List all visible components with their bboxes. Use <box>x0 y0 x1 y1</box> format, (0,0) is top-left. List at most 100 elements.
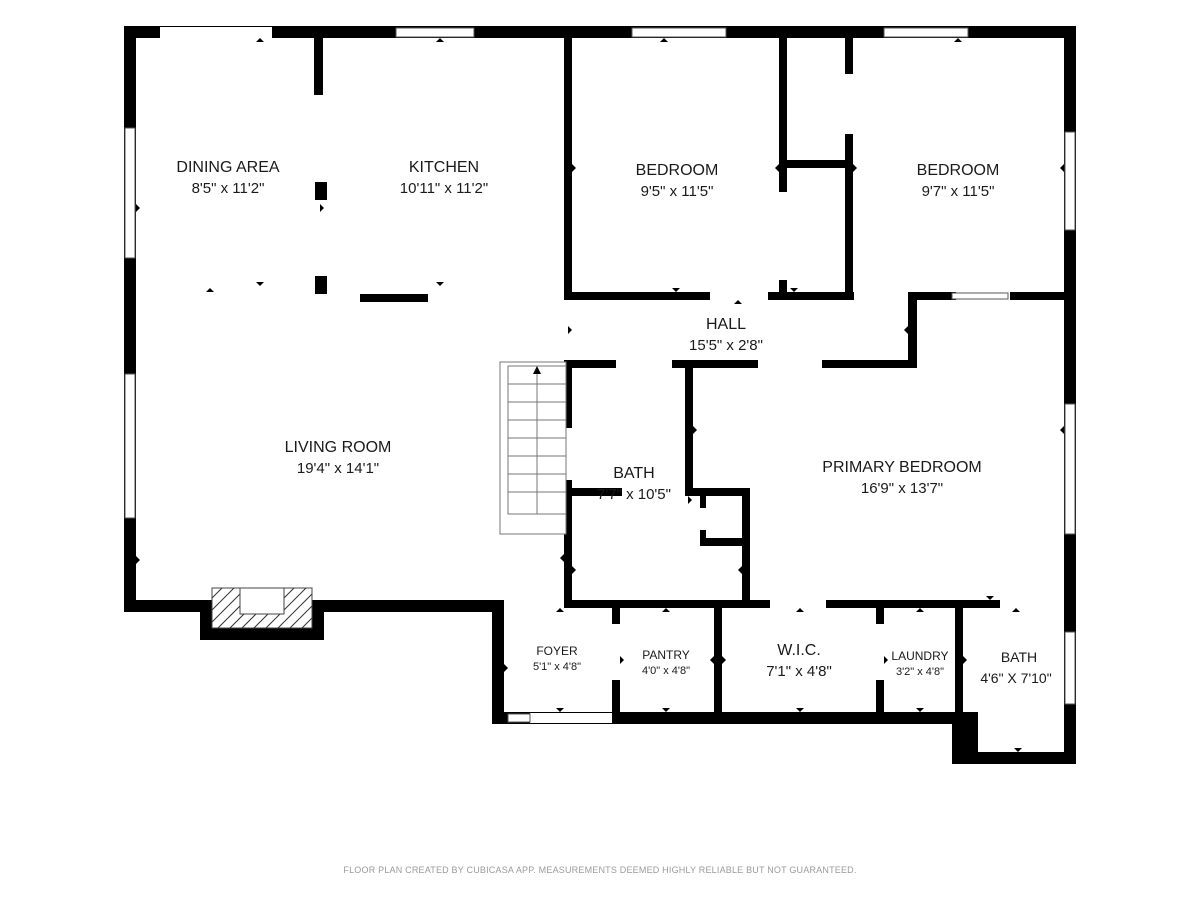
wall-closet-left-bottom <box>779 280 787 300</box>
windows <box>124 27 1076 723</box>
wall-bath1-closet-mid <box>700 538 746 546</box>
fireplace <box>200 587 324 640</box>
room-bedroom-2: BEDROOM 9'7" x 11'5" <box>917 162 1000 200</box>
window-right-2 <box>1064 403 1076 535</box>
room-dimensions: 7'1" x 4'8" <box>766 663 832 680</box>
footer-disclaimer: FLOOR PLAN CREATED BY CUBICASA APP. MEAS… <box>343 865 856 875</box>
stairs-arrow-icon <box>533 366 541 374</box>
wall-closet-right-upper <box>845 38 853 74</box>
wall-bedroom-bottom-2 <box>768 292 854 300</box>
room-dimensions: 4'0" x 4'8" <box>642 665 690 677</box>
room-dimensions: 19'4" x 14'1" <box>297 460 379 477</box>
window-hall <box>951 292 1009 300</box>
room-dimensions: 7'7" x 10'5" <box>597 486 671 503</box>
wall-foyer-left <box>492 600 504 724</box>
wall-bath1-closet-right <box>742 488 750 606</box>
room-dimensions: 5'1" x 4'8" <box>533 661 581 673</box>
room-dimensions: 4'6" X 7'10" <box>980 670 1051 686</box>
room-dimensions: 16'9" x 13'7" <box>861 480 943 497</box>
wall-hall-bottom-2 <box>672 360 758 368</box>
room-foyer: FOYER 5'1" x 4'8" <box>533 644 581 673</box>
room-bedroom-1: BEDROOM 9'5" x 11'5" <box>636 162 719 200</box>
room-bath-1: BATH 7'7" x 10'5" <box>597 465 671 503</box>
room-name: W.I.C. <box>777 642 821 659</box>
room-wic: W.I.C. 7'1" x 4'8" <box>766 642 832 680</box>
wall-bath1-left-lower <box>564 480 572 608</box>
room-dimensions: 10'11" x 11'2" <box>400 180 488 197</box>
room-dimensions: 9'5" x 11'5" <box>641 183 714 200</box>
kitchen-counter <box>360 294 428 302</box>
wall-bedroom-bottom-4 <box>1010 292 1066 300</box>
stair-treads <box>508 372 566 514</box>
wall-closet-shelf <box>779 160 853 168</box>
room-name: PANTRY <box>642 648 690 662</box>
fireplace-firebox <box>239 587 285 615</box>
room-primary-bedroom: PRIMARY BEDROOM 16'9" x 13'7" <box>822 459 981 497</box>
room-bath-2: BATH 4'6" X 7'10" <box>980 649 1051 686</box>
wall-bath1-shelf <box>572 488 622 496</box>
wall-pantry-right <box>714 600 722 724</box>
wall-hall-bottom-1 <box>564 360 616 368</box>
room-dining: DINING AREA 8'5" x 11'2" <box>176 159 279 197</box>
wall-top <box>124 26 1076 38</box>
room-name: HALL <box>706 316 746 333</box>
wall-hall-bottom-3 <box>822 360 917 368</box>
wall-bath1-closet-left2 <box>700 530 706 546</box>
wall-bedroom-bottom-1 <box>564 292 710 300</box>
wall-bath1-right <box>685 368 693 496</box>
wall-foyer-right-2 <box>612 680 620 724</box>
room-name: BEDROOM <box>917 162 1000 179</box>
window-bedroom2 <box>883 27 969 38</box>
wall-left <box>124 26 136 612</box>
window-left-2 <box>124 373 136 519</box>
wall-bedroom1-left <box>564 38 572 300</box>
room-name: KITCHEN <box>409 159 479 176</box>
wall-closet-right-lower <box>845 134 853 300</box>
wall-bedroom-bottom-3 <box>908 292 956 300</box>
wall-row-top-2 <box>826 600 1000 608</box>
interior-walls <box>314 38 1066 724</box>
wall-laundry-right <box>955 600 963 724</box>
column-1 <box>315 182 327 200</box>
window-bedroom1 <box>631 27 727 38</box>
room-hall: HALL 15'5" x 2'8" <box>689 316 763 354</box>
window-left-1 <box>124 127 136 259</box>
room-dimensions: 8'5" x 11'2" <box>192 180 265 197</box>
staircase <box>499 361 567 535</box>
room-name: BEDROOM <box>636 162 719 179</box>
room-dimensions: 3'2" x 4'8" <box>896 666 944 678</box>
wall-row-top-1 <box>564 600 770 608</box>
room-kitchen: KITCHEN 10'11" x 11'2" <box>400 159 488 197</box>
wall-dining-stub <box>314 38 323 95</box>
room-name: PRIMARY BEDROOM <box>822 459 981 476</box>
room-name: BATH <box>1001 649 1037 665</box>
room-name: FOYER <box>536 644 578 658</box>
wall-bath1-closet-left <box>700 496 706 508</box>
window-right-1 <box>1064 131 1076 231</box>
window-foyer-door <box>507 713 531 723</box>
opening-foyer-bottom <box>530 713 612 723</box>
wall-bath1-left-upper <box>564 360 572 428</box>
opening-top-left <box>160 27 272 38</box>
wall-hall-right <box>908 292 917 368</box>
room-pantry: PANTRY 4'0" x 4'8" <box>642 648 690 677</box>
room-name: LIVING ROOM <box>285 439 392 456</box>
wall-bath-bottom <box>952 752 1076 764</box>
room-living: LIVING ROOM 19'4" x 14'1" <box>285 439 392 477</box>
window-right-3 <box>1064 631 1076 705</box>
window-kitchen <box>395 27 475 38</box>
door-markers <box>136 38 1064 752</box>
room-dimensions: 15'5" x 2'8" <box>689 337 763 354</box>
column-2 <box>315 276 327 294</box>
room-name: DINING AREA <box>176 159 279 176</box>
wall-closet-left-lower <box>779 166 787 192</box>
wall-bath1-closet-top <box>685 488 750 496</box>
wall-wic-right <box>876 600 884 624</box>
room-dimensions: 9'7" x 11'5" <box>922 183 995 200</box>
wall-foyer-right <box>612 600 620 624</box>
room-name: LAUNDRY <box>891 649 948 663</box>
wall-wic-right-2 <box>876 680 884 724</box>
room-laundry: LAUNDRY 3'2" x 4'8" <box>891 649 948 678</box>
wall-closet-left-upper <box>779 38 787 166</box>
